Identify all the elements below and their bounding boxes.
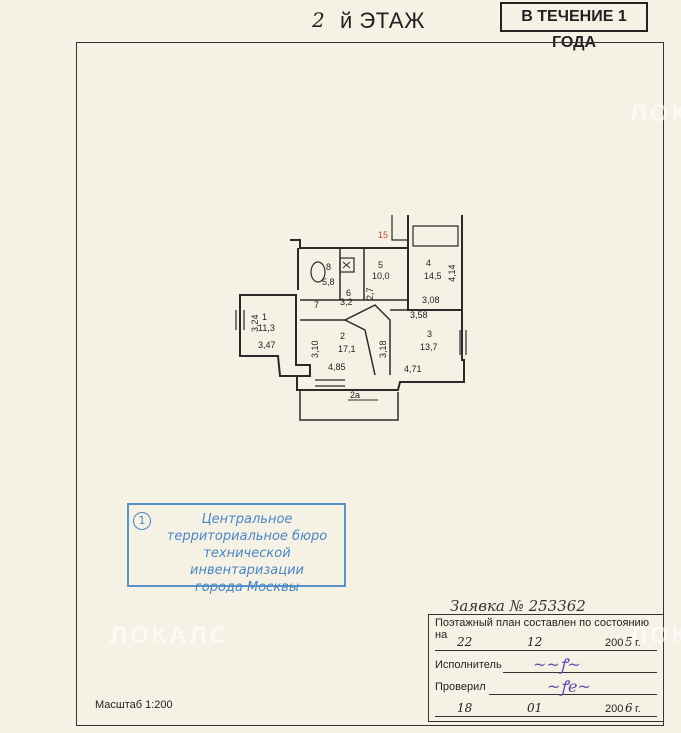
stamp-number: 1 — [133, 512, 151, 530]
date2-year-prefix: 200 — [605, 703, 624, 715]
watermark-right-top: ЛОКАЛС — [630, 100, 681, 127]
dim-3-18: 3,18 — [378, 340, 388, 358]
date2-year-suffix: 6 — [625, 701, 633, 715]
plan-frame — [76, 42, 664, 726]
plan-info-block: Поэтажный план составлен по состоянию на… — [428, 614, 664, 722]
corridor-2a: 2а — [350, 390, 360, 400]
dim-4-14: 4,14 — [447, 264, 457, 282]
dim-3-24: 3,24 — [250, 314, 260, 332]
watermark-right-bottom: ЛОКАЛС — [630, 622, 681, 649]
room-2-area: 17,1 — [338, 344, 356, 354]
executor-signature: ~~ꝭ~ — [533, 655, 581, 674]
dim-room7-area: 3,2 — [340, 297, 353, 307]
room-5-area: 10,0 — [372, 271, 390, 281]
executor-underline — [503, 672, 657, 673]
date2-year-unit: г. — [635, 703, 641, 715]
validity-stamp: В ТЕЧЕНИЕ 1 ГОДА — [500, 2, 648, 51]
watermark-bottom-left: ЛОКАЛС — [110, 622, 230, 649]
stamp-line-2: территориальное бюро — [166, 529, 328, 544]
room-8-area: 5,8 — [322, 277, 335, 287]
room-3-area: 13,7 — [420, 342, 438, 352]
dim-3-58: 3,58 — [410, 310, 428, 320]
date2-underline — [435, 716, 657, 717]
room-4-area: 14,5 — [424, 271, 442, 281]
scale-label: Масштаб 1:200 — [95, 699, 173, 711]
date1-year-unit: г. — [635, 637, 641, 649]
room-1-number: 1 — [262, 312, 267, 322]
date2-month: 01 — [527, 701, 543, 715]
stamp-line-4: города Москвы — [194, 580, 300, 595]
bti-stamp: 1 Центральное территориальное бюро техни… — [127, 503, 346, 595]
checked-label: Проверил — [435, 681, 486, 693]
date2-day: 18 — [457, 701, 473, 715]
date1-day: 22 — [457, 635, 473, 649]
room-2-number: 2 — [340, 331, 345, 341]
dim-3-10: 3,10 — [310, 340, 320, 358]
floor-number-handwritten: 2 — [312, 8, 325, 32]
room-3-number: 3 — [427, 329, 432, 339]
stairwell-15: 15 — [378, 230, 388, 240]
dim-3-47: 3,47 — [258, 340, 276, 350]
date1-month: 12 — [527, 635, 543, 649]
date1-year-suffix: 5 — [625, 635, 633, 649]
checker-signature: ~ꝭe~ — [547, 677, 591, 696]
application-number: Заявка № 253362 — [450, 597, 586, 615]
info-heading: Поэтажный план составлен по состоянию на — [435, 617, 649, 641]
dim-4-85: 4,85 — [328, 362, 346, 372]
room-5-number: 5 — [378, 260, 383, 270]
room-7-number: 7 — [314, 300, 319, 310]
stamp-line-3: технической инвентаризации — [190, 546, 304, 578]
date1-underline — [435, 650, 657, 651]
dim-4-71: 4,71 — [404, 364, 422, 374]
dim-3-08: 3,08 — [422, 295, 440, 305]
executor-label: Исполнитель — [435, 659, 502, 671]
room-4-number: 4 — [426, 258, 431, 268]
room-1-area: 11,3 — [258, 323, 275, 333]
date1-year-prefix: 200 — [605, 637, 624, 649]
floor-title: й ЭТАЖ — [340, 8, 425, 33]
room-6-number: 6 — [346, 288, 351, 298]
checked-underline — [489, 694, 657, 695]
stamp-line-1: Центральное — [201, 512, 293, 527]
room-8-number: 8 — [326, 262, 331, 272]
dim-2-7: 2,7 — [365, 287, 375, 300]
